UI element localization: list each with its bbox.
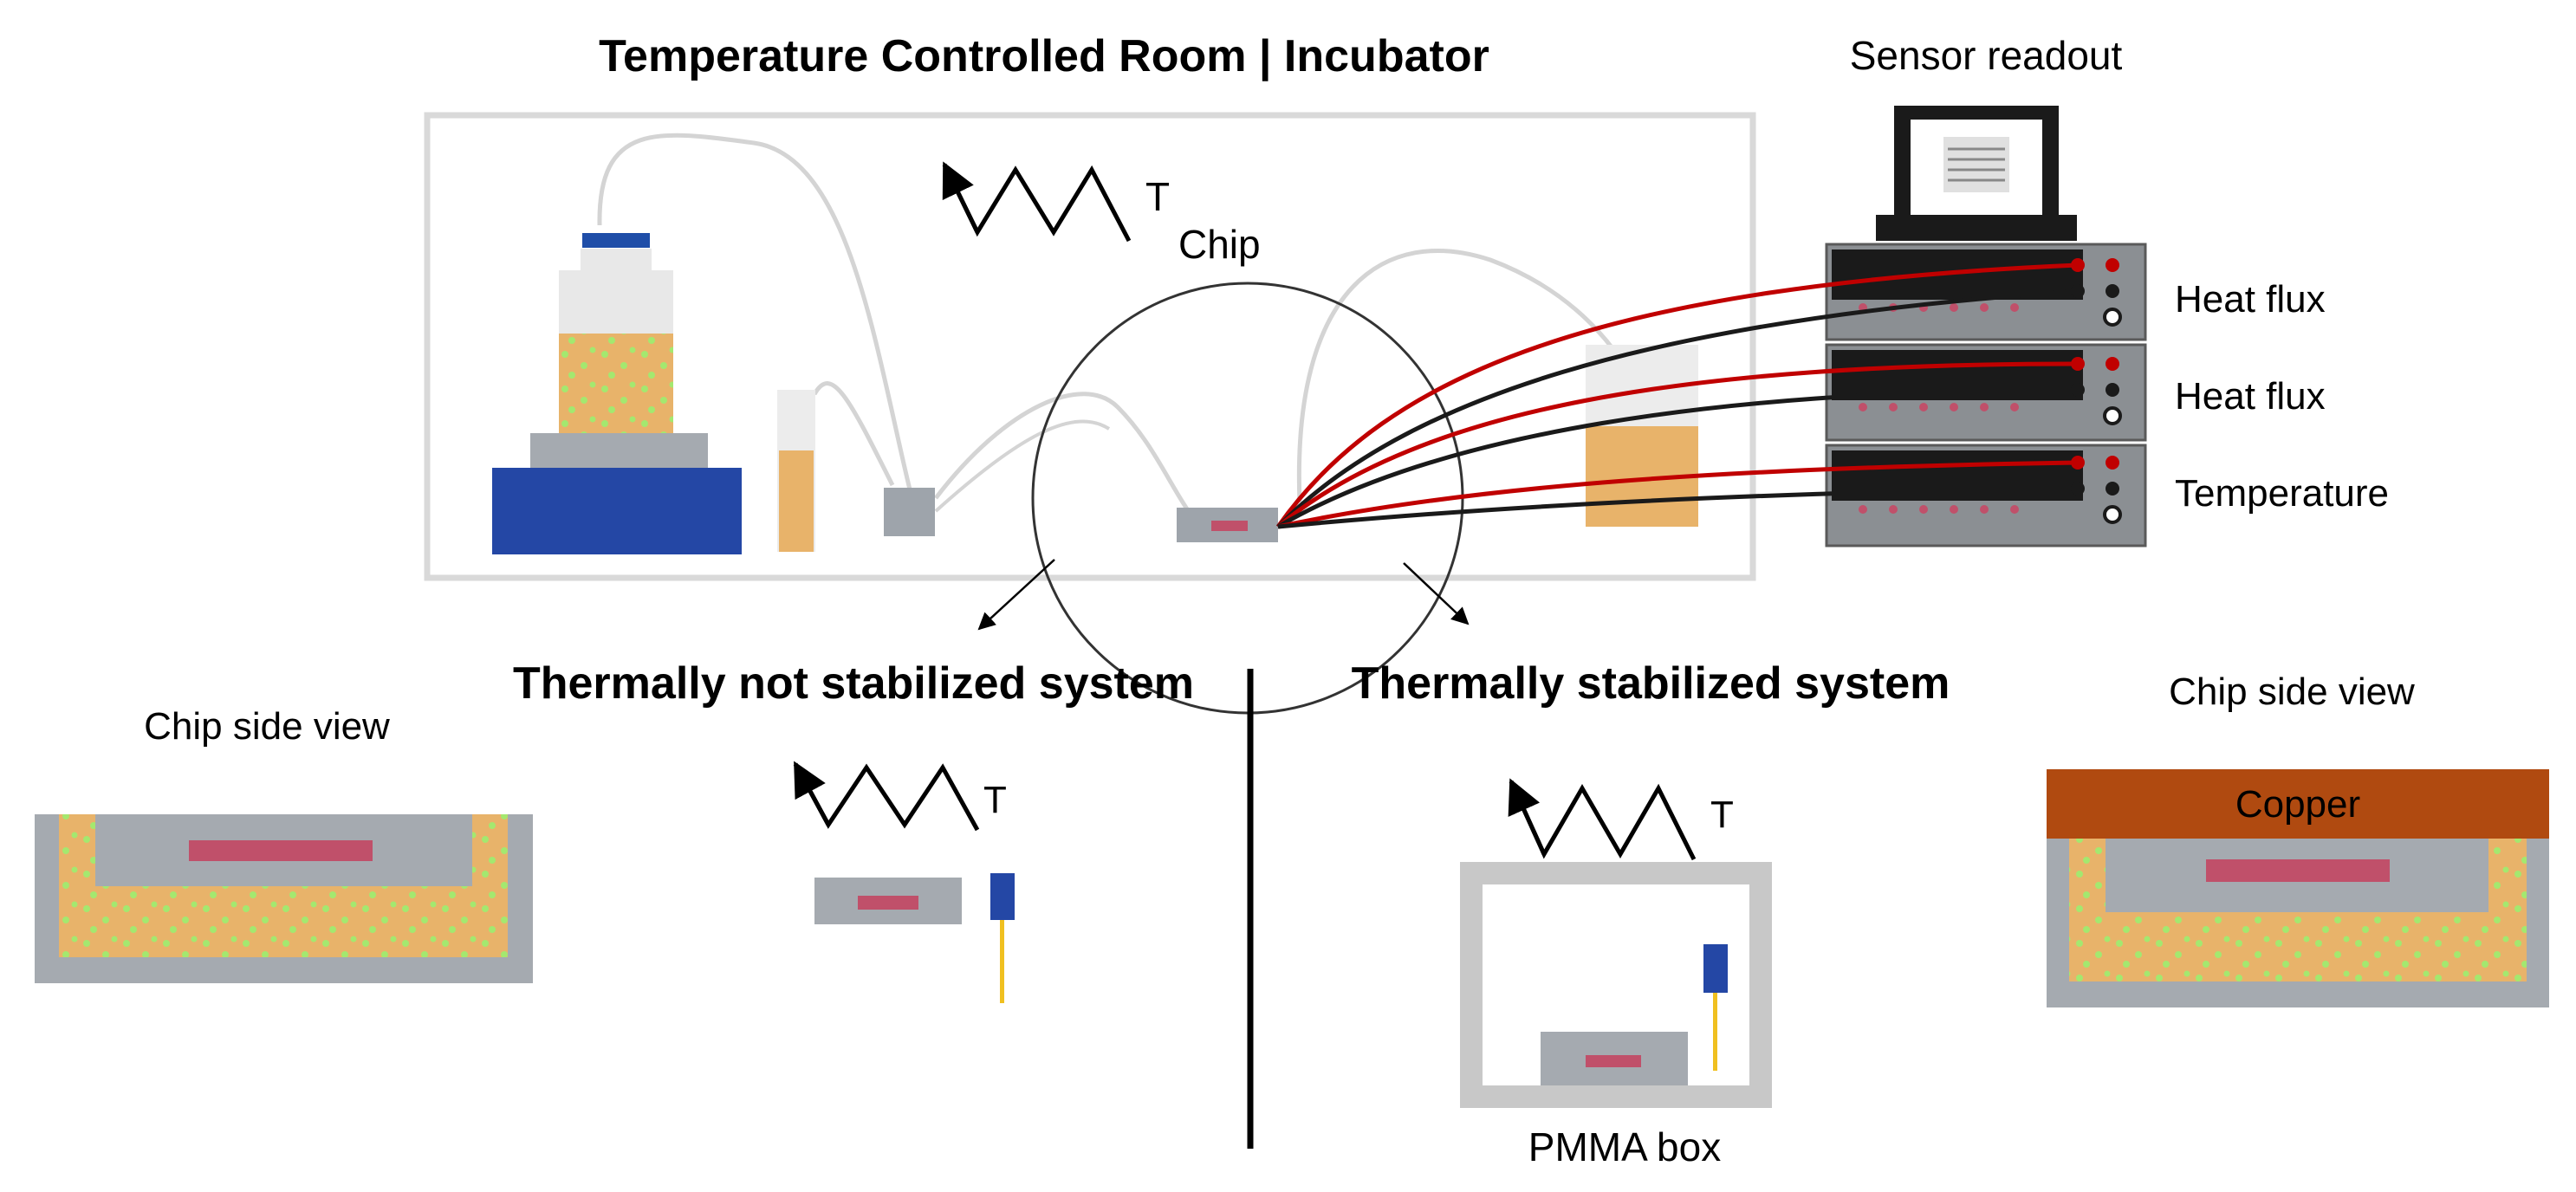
chip xyxy=(1177,508,1278,542)
junction-block xyxy=(884,488,935,536)
copper-label: Copper xyxy=(2235,783,2360,826)
pmma-box-label: PMMA box xyxy=(1528,1124,1721,1169)
chip-temperature-symbol: T xyxy=(1145,174,1170,219)
monitor-icon xyxy=(1876,106,2077,241)
incubator-frame xyxy=(424,112,1756,581)
sensor-cables xyxy=(1275,262,2079,529)
sensor-readout-label: Sensor readout xyxy=(1850,33,2123,78)
tubing-vial-to-junction xyxy=(812,381,895,487)
right-temperature-zigzag-icon xyxy=(1509,780,1697,861)
right-temperature-symbol: T xyxy=(1710,794,1734,836)
temperature-zigzag-icon xyxy=(942,163,1132,243)
left-chip-side-view xyxy=(35,814,533,983)
pmma-box xyxy=(1460,862,1772,1108)
instrument-unit-heat-flux-1 xyxy=(1825,243,2147,341)
arrow-to-stabilized xyxy=(1403,562,1470,625)
chip-temperature-subscript: Chip xyxy=(1178,222,1261,267)
arrow-to-unstabilized xyxy=(977,559,1055,631)
left-temperature-symbol: T xyxy=(983,779,1007,821)
tubing-chip-to-waste xyxy=(1296,248,1632,503)
diagram-title: Temperature Controlled Room | Incubator xyxy=(599,31,1489,81)
chip-magnifier xyxy=(1031,282,1464,715)
instrument-unit-heat-flux-2 xyxy=(1825,343,2147,442)
tubing-junction-to-chip xyxy=(934,392,1194,517)
reservoir-bottle xyxy=(492,233,742,554)
channel-label-heat-flux-2: Heat flux xyxy=(2175,375,2326,418)
sample-vial xyxy=(777,390,815,552)
waste-container xyxy=(1586,345,1698,527)
channel-label-heat-flux-1: Heat flux xyxy=(2175,278,2326,321)
instrument-unit-temperature xyxy=(1825,444,2147,547)
right-chip-side-view xyxy=(2047,769,2549,1007)
unstabilized-heading: Thermally not stabilized system xyxy=(513,658,1194,709)
right-side-view-label: Chip side view xyxy=(2169,670,2415,713)
left-temperature-zigzag-icon xyxy=(793,762,980,832)
left-small-chip xyxy=(814,878,962,924)
stabilized-heading: Thermally stabilized system xyxy=(1352,658,1950,709)
left-side-view-label: Chip side view xyxy=(144,705,390,748)
channel-label-temperature: Temperature xyxy=(2175,472,2389,515)
left-temperature-probe xyxy=(990,873,1015,1003)
tubing-reservoir-to-junction xyxy=(597,133,912,490)
